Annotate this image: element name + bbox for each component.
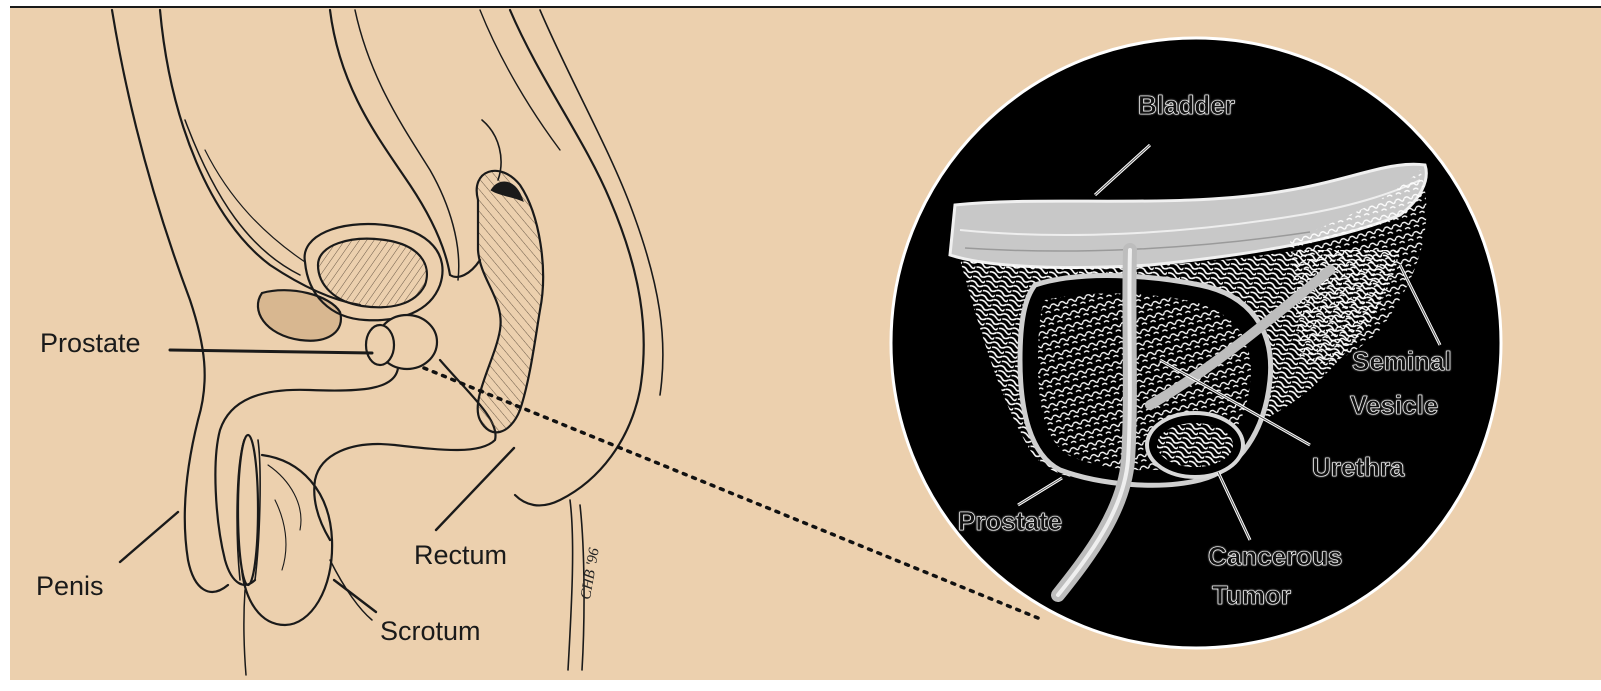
scrotum-leader-line [334, 580, 376, 612]
inset-label-urethra: Urethra [1312, 452, 1404, 482]
inset-label-vesicle: Vesicle [1350, 390, 1438, 420]
scrotum-outline [242, 455, 332, 625]
inset-label-bladder: Bladder [1138, 90, 1235, 120]
prostate-leader-line [170, 350, 372, 353]
rectum-outline [477, 171, 543, 433]
prostate-inset [891, 38, 1501, 648]
rectum-leader-line [436, 448, 514, 530]
label-rectum: Rectum [414, 540, 507, 571]
label-prostate: Prostate [40, 328, 141, 359]
inset-label-tumor: Tumor [1212, 580, 1291, 610]
bladder-fill [318, 239, 427, 308]
inset-label-seminal: Seminal [1352, 346, 1452, 376]
sagittal-section-drawing [112, 10, 663, 675]
pubic-bone [258, 290, 341, 340]
peritoneum-line [330, 10, 480, 277]
penis-body [314, 360, 495, 540]
inset-label-cancerous: Cancerous [1208, 541, 1342, 571]
penis-leader-line [120, 512, 178, 562]
abdomen-contour [112, 10, 228, 592]
inset-label-prostate: Prostate [958, 506, 1062, 536]
label-penis: Penis [36, 571, 104, 602]
penis-shaft [238, 435, 258, 585]
label-scrotum: Scrotum [380, 616, 481, 647]
